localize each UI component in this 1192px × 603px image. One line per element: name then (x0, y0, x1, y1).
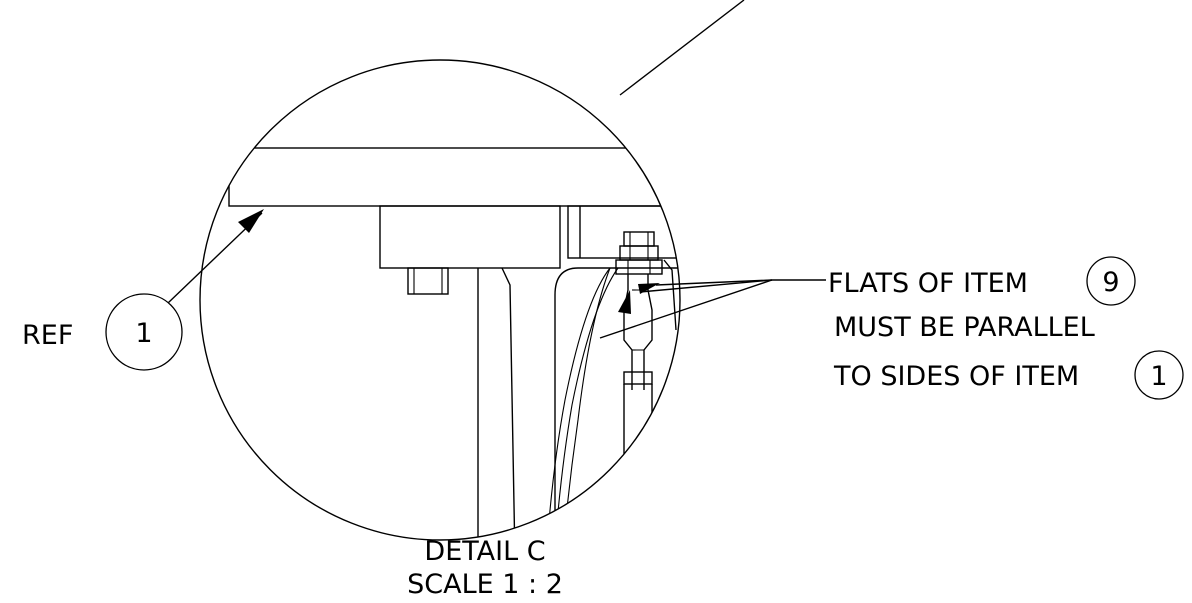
ref-balloon-number: 1 (135, 318, 152, 349)
note-leader-2 (655, 279, 773, 286)
side-bracket (567, 205, 680, 259)
detail-title: DETAIL C (424, 536, 545, 567)
mounting-block (379, 205, 561, 269)
threaded-stud (615, 231, 677, 540)
detail-geometry (228, 147, 680, 540)
note-balloon-1: 1 (1150, 361, 1167, 392)
bolt-head (407, 267, 449, 295)
curved-cable-outer (554, 267, 680, 540)
detail-scale: SCALE 1 : 2 (407, 569, 563, 600)
note-balloon-1-circle (1134, 350, 1184, 400)
note-balloon-9: 9 (1102, 267, 1119, 298)
ref-balloon-circle (105, 293, 183, 371)
flat-arrowhead-1 (618, 290, 631, 314)
note-line-2: MUST BE PARALLEL (834, 312, 1095, 343)
note-leader-1 (599, 279, 773, 339)
ref-arrowhead (238, 209, 264, 233)
detail-boundary-circle (199, 59, 681, 541)
ref-label: REF (22, 320, 73, 351)
note-line-3: TO SIDES OF ITEM (833, 361, 1079, 392)
top-plate (228, 147, 680, 207)
detail-leader-line (619, 0, 745, 96)
note-balloon-9-circle (1086, 256, 1136, 306)
note-leader-3 (639, 279, 773, 293)
note-line-1: FLATS OF ITEM (828, 268, 1028, 299)
flat-arrowhead-2 (638, 283, 660, 294)
